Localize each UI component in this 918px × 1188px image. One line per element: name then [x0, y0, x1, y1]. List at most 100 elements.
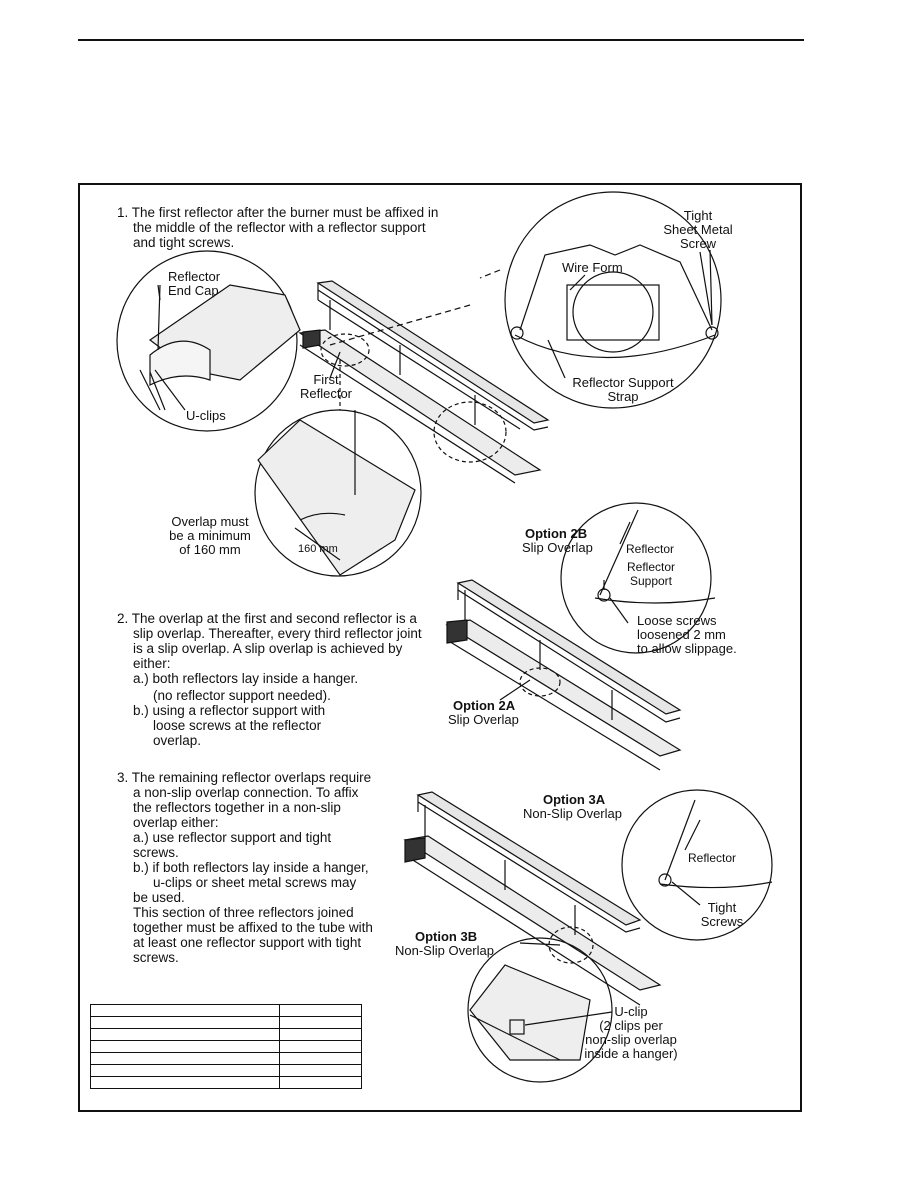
- step-3-line: screws.: [133, 950, 179, 965]
- label-reflector-2b: Reflector: [626, 542, 675, 556]
- label-line: (2 clips per: [599, 1018, 663, 1033]
- label-option-2a-title: Option 2A: [453, 698, 516, 713]
- end-cap-detail-circle: [116, 250, 301, 432]
- label-line: loosened 2 mm: [637, 627, 726, 642]
- table-row: [90, 1040, 362, 1053]
- top-rule: [78, 39, 804, 41]
- figure-frame: [78, 183, 802, 1112]
- step-1-line: the middle of the reflector with a refle…: [133, 220, 426, 235]
- step-3-line: screws.: [133, 845, 179, 860]
- label-first-reflector: First Reflector: [296, 373, 356, 401]
- overlap-detail-circle: [254, 360, 422, 577]
- label-option-2a-sub: Slip Overlap: [448, 712, 519, 727]
- step-1-line: and tight screws.: [133, 235, 235, 250]
- table-cell: [279, 1064, 362, 1077]
- label-line: Sheet Metal: [663, 222, 733, 237]
- option-2b-detail-circle: [560, 502, 716, 654]
- step-3-line: This section of three reflectors joined: [133, 905, 354, 920]
- empty-spec-table: [90, 1004, 362, 1089]
- table-cell: [279, 1052, 362, 1065]
- table-row: [90, 1028, 362, 1041]
- label-line: of 160 mm: [179, 542, 241, 557]
- top-assembly-drawing: [298, 280, 550, 484]
- step-3-line: at least one reflector support with tigh…: [133, 935, 362, 950]
- label-line: Support: [629, 574, 673, 588]
- label-overlap-minimum: Overlap must be a minimum of 160 mm: [158, 515, 262, 557]
- step-2-line: is a slip overlap. A slip overlap is ach…: [133, 641, 403, 656]
- label-option-2b-title: Option 2B: [525, 526, 588, 541]
- middle-assembly-drawing: [445, 579, 682, 771]
- label-option-2b-sub: Slip Overlap: [522, 540, 593, 555]
- label-tight-sheet-metal-screw: Tight Sheet Metal Screw: [655, 209, 741, 251]
- table-cell: [90, 1016, 280, 1029]
- label-reflector-3a: Reflector: [688, 851, 737, 865]
- label-line: Reflector: [626, 560, 676, 574]
- step-2-line: overlap.: [153, 733, 202, 748]
- step-1-text: 1. The first reflector after the burner …: [117, 205, 457, 250]
- label-tight-screws: Tight Screws: [692, 901, 752, 929]
- table-row: [90, 1016, 362, 1029]
- label-reflector-support-2b: Reflector Support: [620, 560, 682, 588]
- label-line: First: [313, 372, 339, 387]
- label-line: Screw: [679, 236, 717, 251]
- label-loose-screws: Loose screws loosened 2 mm to allow slip…: [637, 614, 737, 656]
- label-option-3a-title: Option 3A: [543, 792, 606, 807]
- step-3-line: u-clips or sheet metal screws may: [153, 875, 357, 890]
- table-cell: [90, 1064, 280, 1077]
- label-line: Tight: [683, 208, 713, 223]
- label-u-clip-note: U-clip (2 clips per non-slip overlap ins…: [575, 1005, 687, 1061]
- label-line: Reflector: [299, 386, 353, 401]
- table-cell: [279, 1028, 362, 1041]
- step-2-line: (no reflector support needed).: [153, 688, 331, 703]
- label-reflector-support-strap: Reflector Support Strap: [563, 376, 683, 404]
- table-row: [90, 1076, 362, 1089]
- label-line: Overlap must: [171, 514, 249, 529]
- step-2-text: 2. The overlap at the first and second r…: [117, 611, 437, 748]
- label-line: to allow slippage.: [637, 641, 737, 656]
- step-3-line: the reflectors together in a non-slip: [133, 800, 341, 815]
- step-3-line: a.) use reflector support and tight: [133, 830, 332, 845]
- step-3-line: a non-slip overlap connection. To affix: [133, 785, 359, 800]
- table-cell: [279, 1004, 362, 1017]
- step-3-text: 3. The remaining reflector overlaps requ…: [117, 770, 392, 965]
- step-2-line: either:: [133, 656, 171, 671]
- label-line: inside a hanger): [584, 1046, 678, 1061]
- step-2-line: 2. The overlap at the first and second r…: [117, 611, 417, 626]
- table-cell: [279, 1076, 362, 1089]
- step-3-line: 3. The remaining reflector overlaps requ…: [117, 770, 372, 785]
- step-1-line: 1. The first reflector after the burner …: [117, 205, 439, 220]
- table-cell: [90, 1004, 280, 1017]
- step-2-line: loose screws at the reflector: [153, 718, 322, 733]
- step-3-line: overlap either:: [133, 815, 219, 830]
- table-cell: [90, 1040, 280, 1053]
- label-wire-form: Wire Form: [562, 260, 623, 275]
- label-line: End Cap: [168, 283, 219, 298]
- label-line: Strap: [607, 389, 639, 404]
- step-2-line: b.) using a reflector support with: [133, 703, 326, 718]
- label-line: non-slip overlap: [585, 1032, 677, 1047]
- step-2-line: a.) both reflectors lay inside a hanger.: [133, 671, 359, 686]
- option-3a-detail-circle: [621, 789, 773, 941]
- option-3b-detail-circle: [467, 937, 613, 1083]
- table-cell: [90, 1052, 280, 1065]
- table-cell: [90, 1076, 280, 1089]
- label-u-clips: U-clips: [186, 408, 226, 423]
- label-line: U-clip: [614, 1004, 648, 1019]
- label-160-mm: 160 mm: [298, 543, 338, 555]
- label-line: Tight: [707, 900, 737, 915]
- label-line: Reflector Support: [572, 375, 674, 390]
- step-2-line: slip overlap. Thereafter, every third re…: [133, 626, 422, 641]
- leader-lines: [154, 251, 713, 1026]
- table-cell: [90, 1028, 280, 1041]
- bottom-assembly-drawing: [403, 791, 662, 1006]
- label-line: be a minimum: [169, 528, 251, 543]
- step-3-line: together must be affixed to the tube wit…: [133, 920, 373, 935]
- label-option-3b-sub: Non-Slip Overlap: [395, 943, 494, 958]
- step-3-line: b.) if both reflectors lay inside a hang…: [133, 860, 369, 875]
- table-row: [90, 1064, 362, 1077]
- table-row: [90, 1004, 362, 1017]
- label-option-3b-title: Option 3B: [415, 929, 478, 944]
- label-reflector-end-cap: Reflector End Cap: [168, 270, 220, 298]
- label-line: Reflector: [168, 269, 221, 284]
